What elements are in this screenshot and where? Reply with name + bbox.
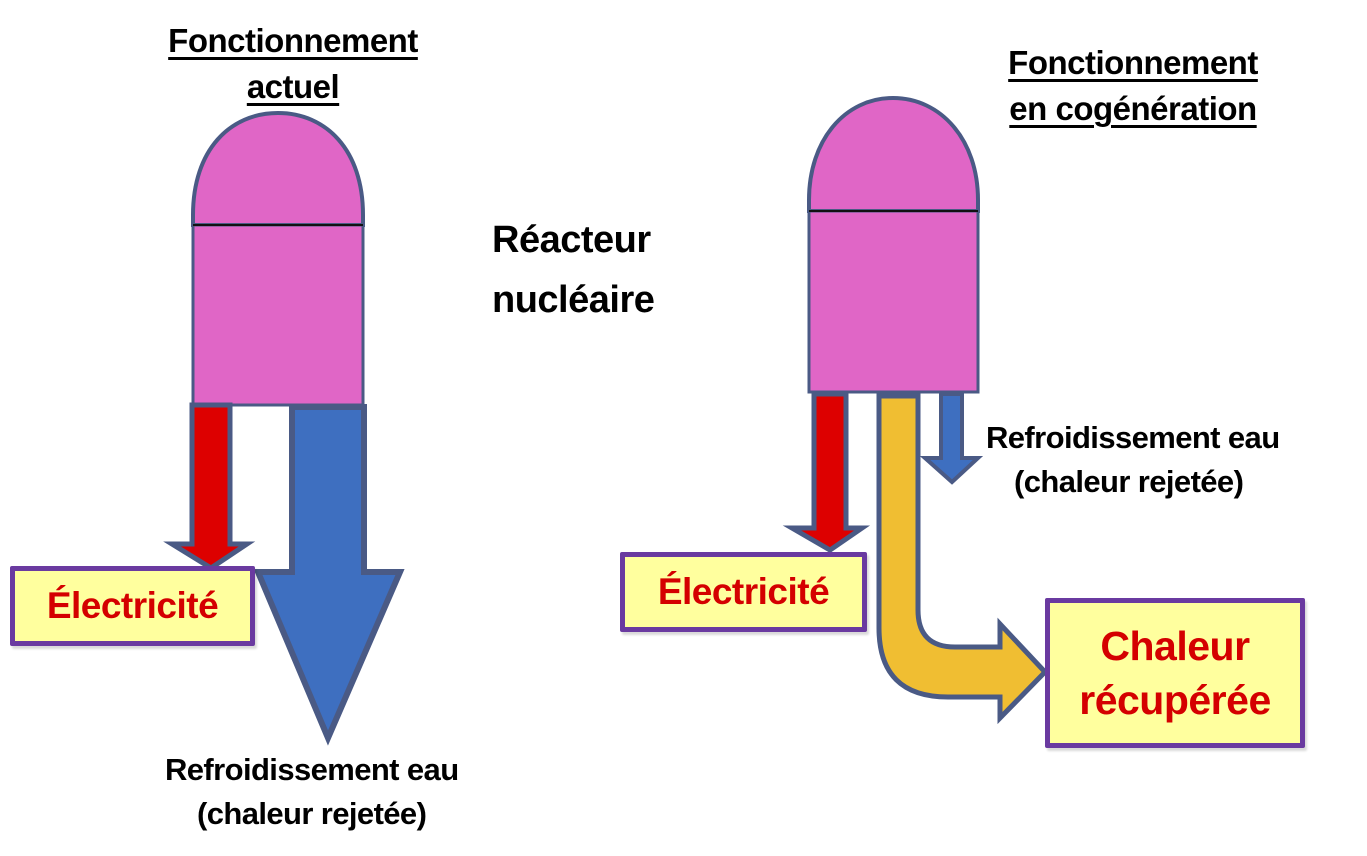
- right-cooling-line2: (chaleur rejetée): [1014, 464, 1244, 499]
- reactor-label-line1: Réacteur: [492, 219, 651, 261]
- right-reactor: [807, 95, 980, 394]
- reactor-label: Réacteur nucléaire: [492, 210, 655, 330]
- reactor-label-line2: nucléaire: [492, 279, 655, 321]
- right-title-line2: en cogénération: [1009, 90, 1257, 127]
- recovered-heat-line2: récupérée: [1079, 677, 1271, 723]
- recovered-heat-line1: Chaleur: [1100, 623, 1250, 669]
- left-title: Fonctionnement actuel: [140, 18, 446, 110]
- right-title: Fonctionnement en cogénération: [980, 40, 1286, 132]
- right-heat-arrow: [876, 393, 1049, 725]
- right-electricity-arrow: [782, 391, 871, 553]
- right-electricity-label: Électricité: [657, 571, 830, 612]
- left-cooling-line1: Refroidissement eau: [165, 752, 459, 787]
- right-title-line1: Fonctionnement: [1008, 44, 1258, 81]
- right-electricity-box: Électricité: [620, 552, 867, 632]
- left-reactor-body: [191, 223, 365, 407]
- left-title-line2: actuel: [246, 68, 340, 105]
- left-electricity-arrow: [163, 402, 256, 571]
- left-electricity-label: Électricité: [46, 585, 219, 626]
- right-cooling-line1: Refroidissement eau: [986, 420, 1280, 455]
- left-title-line1: Fonctionnement: [168, 22, 418, 59]
- left-cooling-line2: (chaleur rejetée): [197, 796, 427, 831]
- right-reactor-dome: [807, 95, 980, 213]
- left-cooling-label: Refroidissement eau (chaleur rejetée): [165, 748, 459, 836]
- right-reactor-body: [807, 209, 980, 394]
- left-cooling-arrow: [253, 404, 405, 746]
- right-cooling-arrow: [919, 392, 984, 485]
- recovered-heat-box: Chaleur récupérée: [1045, 598, 1305, 748]
- left-reactor: [191, 110, 365, 407]
- left-electricity-box: Électricité: [10, 566, 255, 646]
- right-cooling-label: Refroidissement eau (chaleur rejetée): [986, 416, 1280, 504]
- left-reactor-dome: [191, 110, 365, 227]
